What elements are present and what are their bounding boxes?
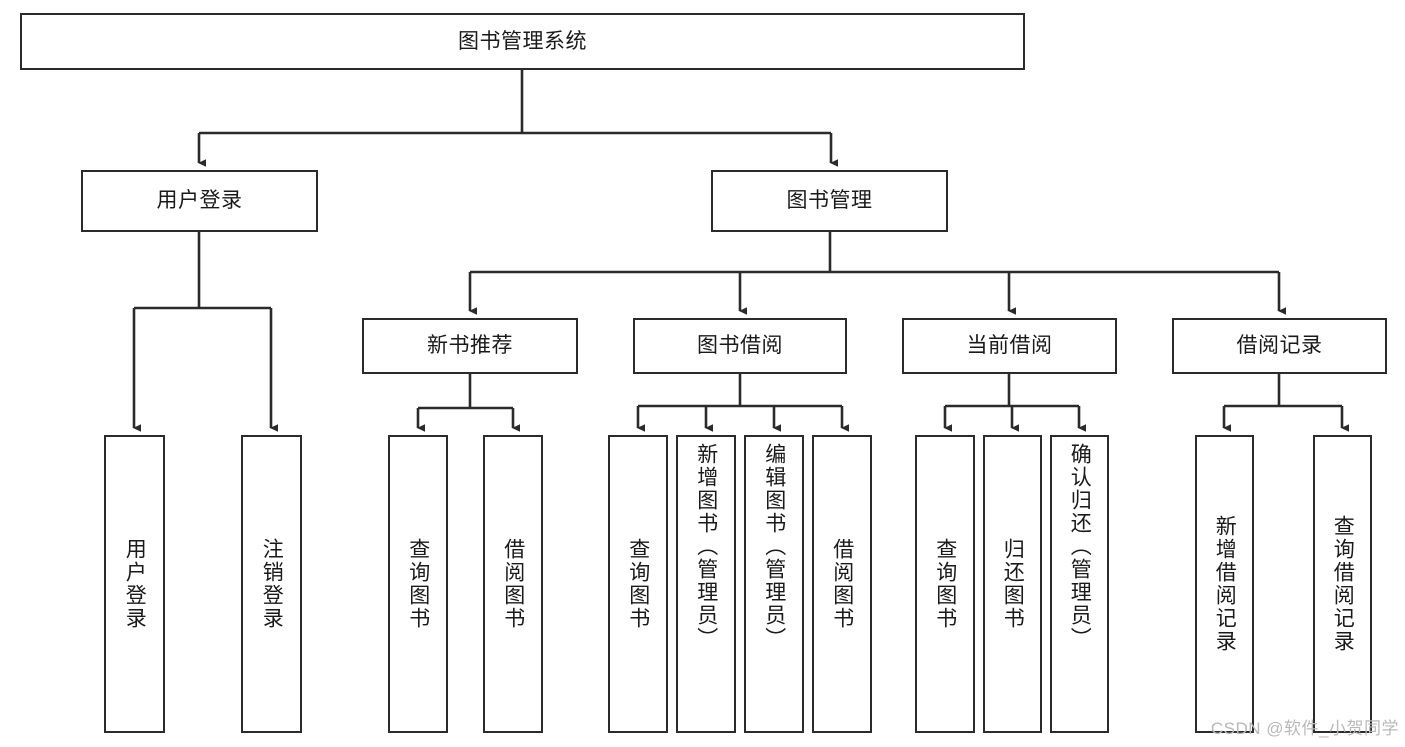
leaf-query-borrow-record[interactable]: 查询借阅记录 xyxy=(1313,435,1372,733)
leaf-borrow-book-recommend[interactable]: 借阅图书 xyxy=(483,435,543,733)
node-label: 查询图书 xyxy=(626,538,650,630)
leaf-query-book-recommend[interactable]: 查询图书 xyxy=(388,435,448,733)
node-root[interactable]: 图书管理系统 xyxy=(20,13,1025,70)
node-label: 借阅图书 xyxy=(501,538,525,630)
leaf-edit-book-admin[interactable]: 编辑图书（管理员） xyxy=(744,435,804,733)
leaf-add-borrow-record[interactable]: 新增借阅记录 xyxy=(1195,435,1254,733)
leaf-query-book-current[interactable]: 查询图书 xyxy=(915,435,975,733)
node-label: 借阅记录 xyxy=(1236,334,1323,358)
node-label: 编辑图书（管理员） xyxy=(762,443,786,650)
node-label: 图书管理系统 xyxy=(458,29,587,53)
node-label: 图书管理 xyxy=(786,189,873,213)
leaf-borrow-book[interactable]: 借阅图书 xyxy=(812,435,872,733)
node-label: 用户登录 xyxy=(156,189,243,213)
leaf-user-login[interactable]: 用户登录 xyxy=(104,435,165,733)
node-label: 用户登录 xyxy=(123,538,147,630)
node-user-login[interactable]: 用户登录 xyxy=(81,170,318,232)
node-new-book-recommend[interactable]: 新书推荐 xyxy=(362,318,578,374)
leaf-return-book[interactable]: 归还图书 xyxy=(983,435,1042,733)
node-current-borrow[interactable]: 当前借阅 xyxy=(902,318,1117,374)
watermark: CSDN @软件_小贺同学 xyxy=(1210,719,1399,738)
node-label: 查询图书 xyxy=(406,538,430,630)
node-borrow-records[interactable]: 借阅记录 xyxy=(1172,318,1387,374)
node-label: 图书借阅 xyxy=(697,334,783,358)
node-label: 当前借阅 xyxy=(966,334,1053,358)
node-label: 确认归还（管理员） xyxy=(1068,443,1092,650)
node-label: 新增借阅记录 xyxy=(1213,515,1237,653)
node-label: 查询图书 xyxy=(933,538,957,630)
node-label: 注销登录 xyxy=(260,538,284,630)
node-label: 借阅图书 xyxy=(830,538,854,630)
leaf-confirm-return-admin[interactable]: 确认归还（管理员） xyxy=(1050,435,1109,733)
node-book-management[interactable]: 图书管理 xyxy=(711,170,948,232)
leaf-logout[interactable]: 注销登录 xyxy=(241,435,302,733)
node-book-borrow[interactable]: 图书借阅 xyxy=(633,318,847,374)
leaf-add-book-admin[interactable]: 新增图书（管理员） xyxy=(676,435,736,733)
leaf-query-book-borrow[interactable]: 查询图书 xyxy=(608,435,668,733)
node-label: 新书推荐 xyxy=(427,334,513,358)
node-label: 新增图书（管理员） xyxy=(694,443,718,650)
node-label: 归还图书 xyxy=(1001,538,1025,630)
node-label: 查询借阅记录 xyxy=(1331,515,1355,653)
